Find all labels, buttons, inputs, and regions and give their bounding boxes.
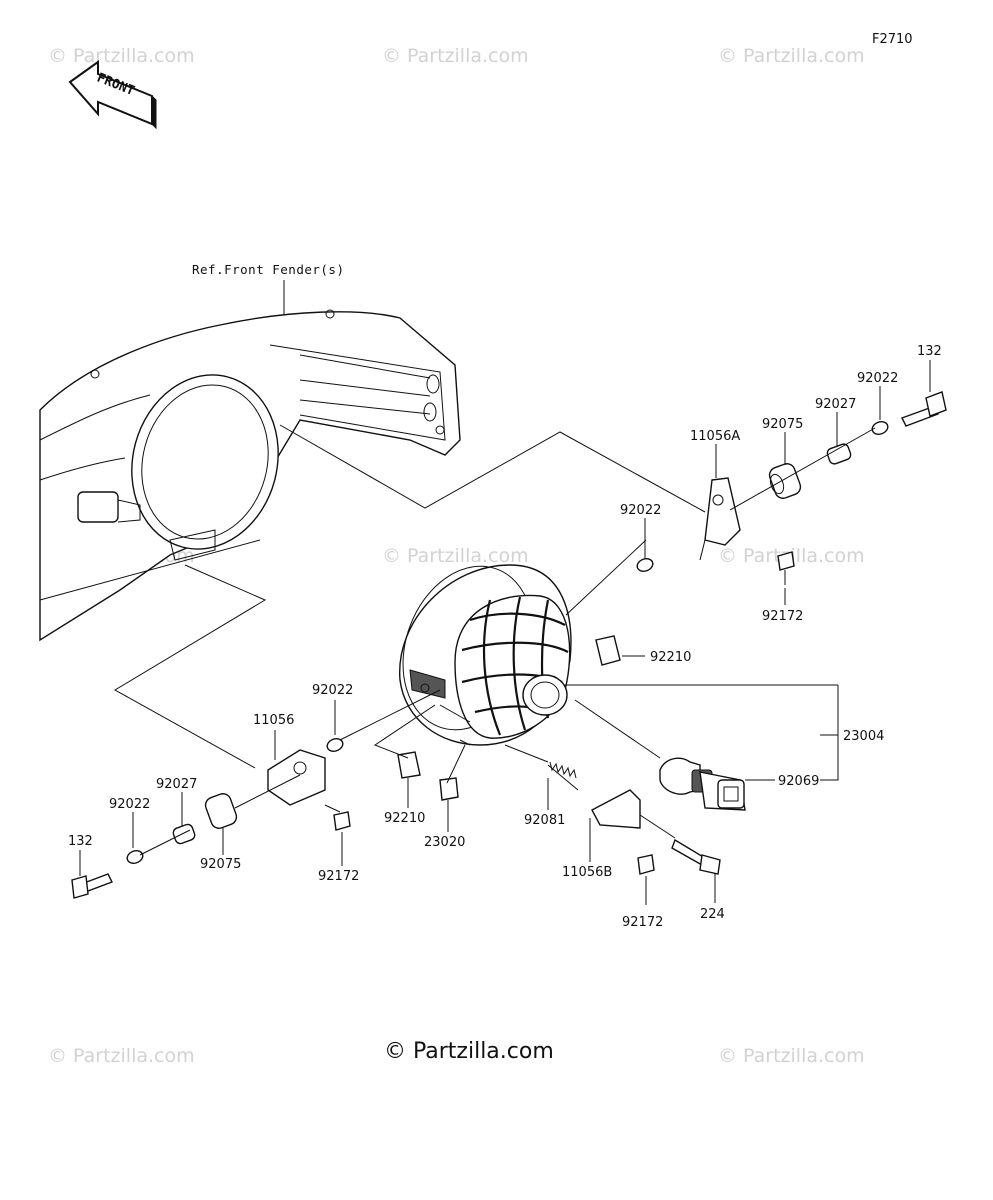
callout-23004: 23004 — [843, 729, 884, 744]
callout-11056: 11056 — [253, 713, 294, 728]
reference-label: Ref.Front Fender(s) — [192, 262, 345, 277]
callout-92022: 92022 — [312, 683, 353, 698]
callout-23020: 23020 — [424, 835, 465, 850]
watermark: © Partzilla.com — [718, 45, 865, 67]
callout-132: 132 — [68, 834, 93, 849]
front-arrow-icon: FRONT — [68, 60, 157, 130]
watermark: © Partzilla.com — [718, 1045, 865, 1067]
watermark: © Partzilla.com — [382, 545, 529, 567]
bulb-92069 — [659, 757, 746, 811]
callout-92210: 92210 — [650, 650, 691, 665]
callout-92069: 92069 — [778, 774, 819, 789]
watermark: © Partzilla.com — [48, 45, 195, 67]
headlight-unit — [399, 564, 572, 746]
adjuster-hardware — [547, 761, 721, 875]
callout-92027: 92027 — [815, 397, 856, 412]
callout-92022: 92022 — [109, 797, 150, 812]
callout-92210: 92210 — [384, 811, 425, 826]
callout-92075: 92075 — [200, 857, 241, 872]
leader-line — [114, 564, 267, 769]
front-fender-housing — [39, 309, 461, 642]
callout-92022: 92022 — [857, 371, 898, 386]
callout-92075: 92075 — [762, 417, 803, 432]
left-mount-hardware — [71, 738, 459, 899]
watermark: © Partzilla.com — [48, 1045, 195, 1067]
callout-92172: 92172 — [318, 869, 359, 884]
callout-92022: 92022 — [620, 503, 661, 518]
right-mount-hardware — [595, 391, 947, 666]
leader-lines — [79, 360, 931, 905]
callout-92027: 92027 — [156, 777, 197, 792]
footer-brand: © Partzilla.com — [384, 1039, 554, 1064]
callout-labels: 132 92022 92027 92075 11056A 92022 92172… — [68, 344, 942, 930]
callout-92172: 92172 — [622, 915, 663, 930]
callout-92172: 92172 — [762, 609, 803, 624]
callout-224: 224 — [700, 907, 725, 922]
callout-11056b: 11056B — [562, 865, 612, 880]
callout-11056a: 11056A — [690, 429, 740, 444]
watermarks: © Partzilla.com © Partzilla.com © Partzi… — [48, 45, 865, 1067]
watermark: © Partzilla.com — [382, 45, 529, 67]
figure-code: F2710 — [872, 32, 913, 47]
callout-92081: 92081 — [524, 813, 565, 828]
callout-132: 132 — [917, 344, 942, 359]
leader-line — [279, 424, 706, 513]
